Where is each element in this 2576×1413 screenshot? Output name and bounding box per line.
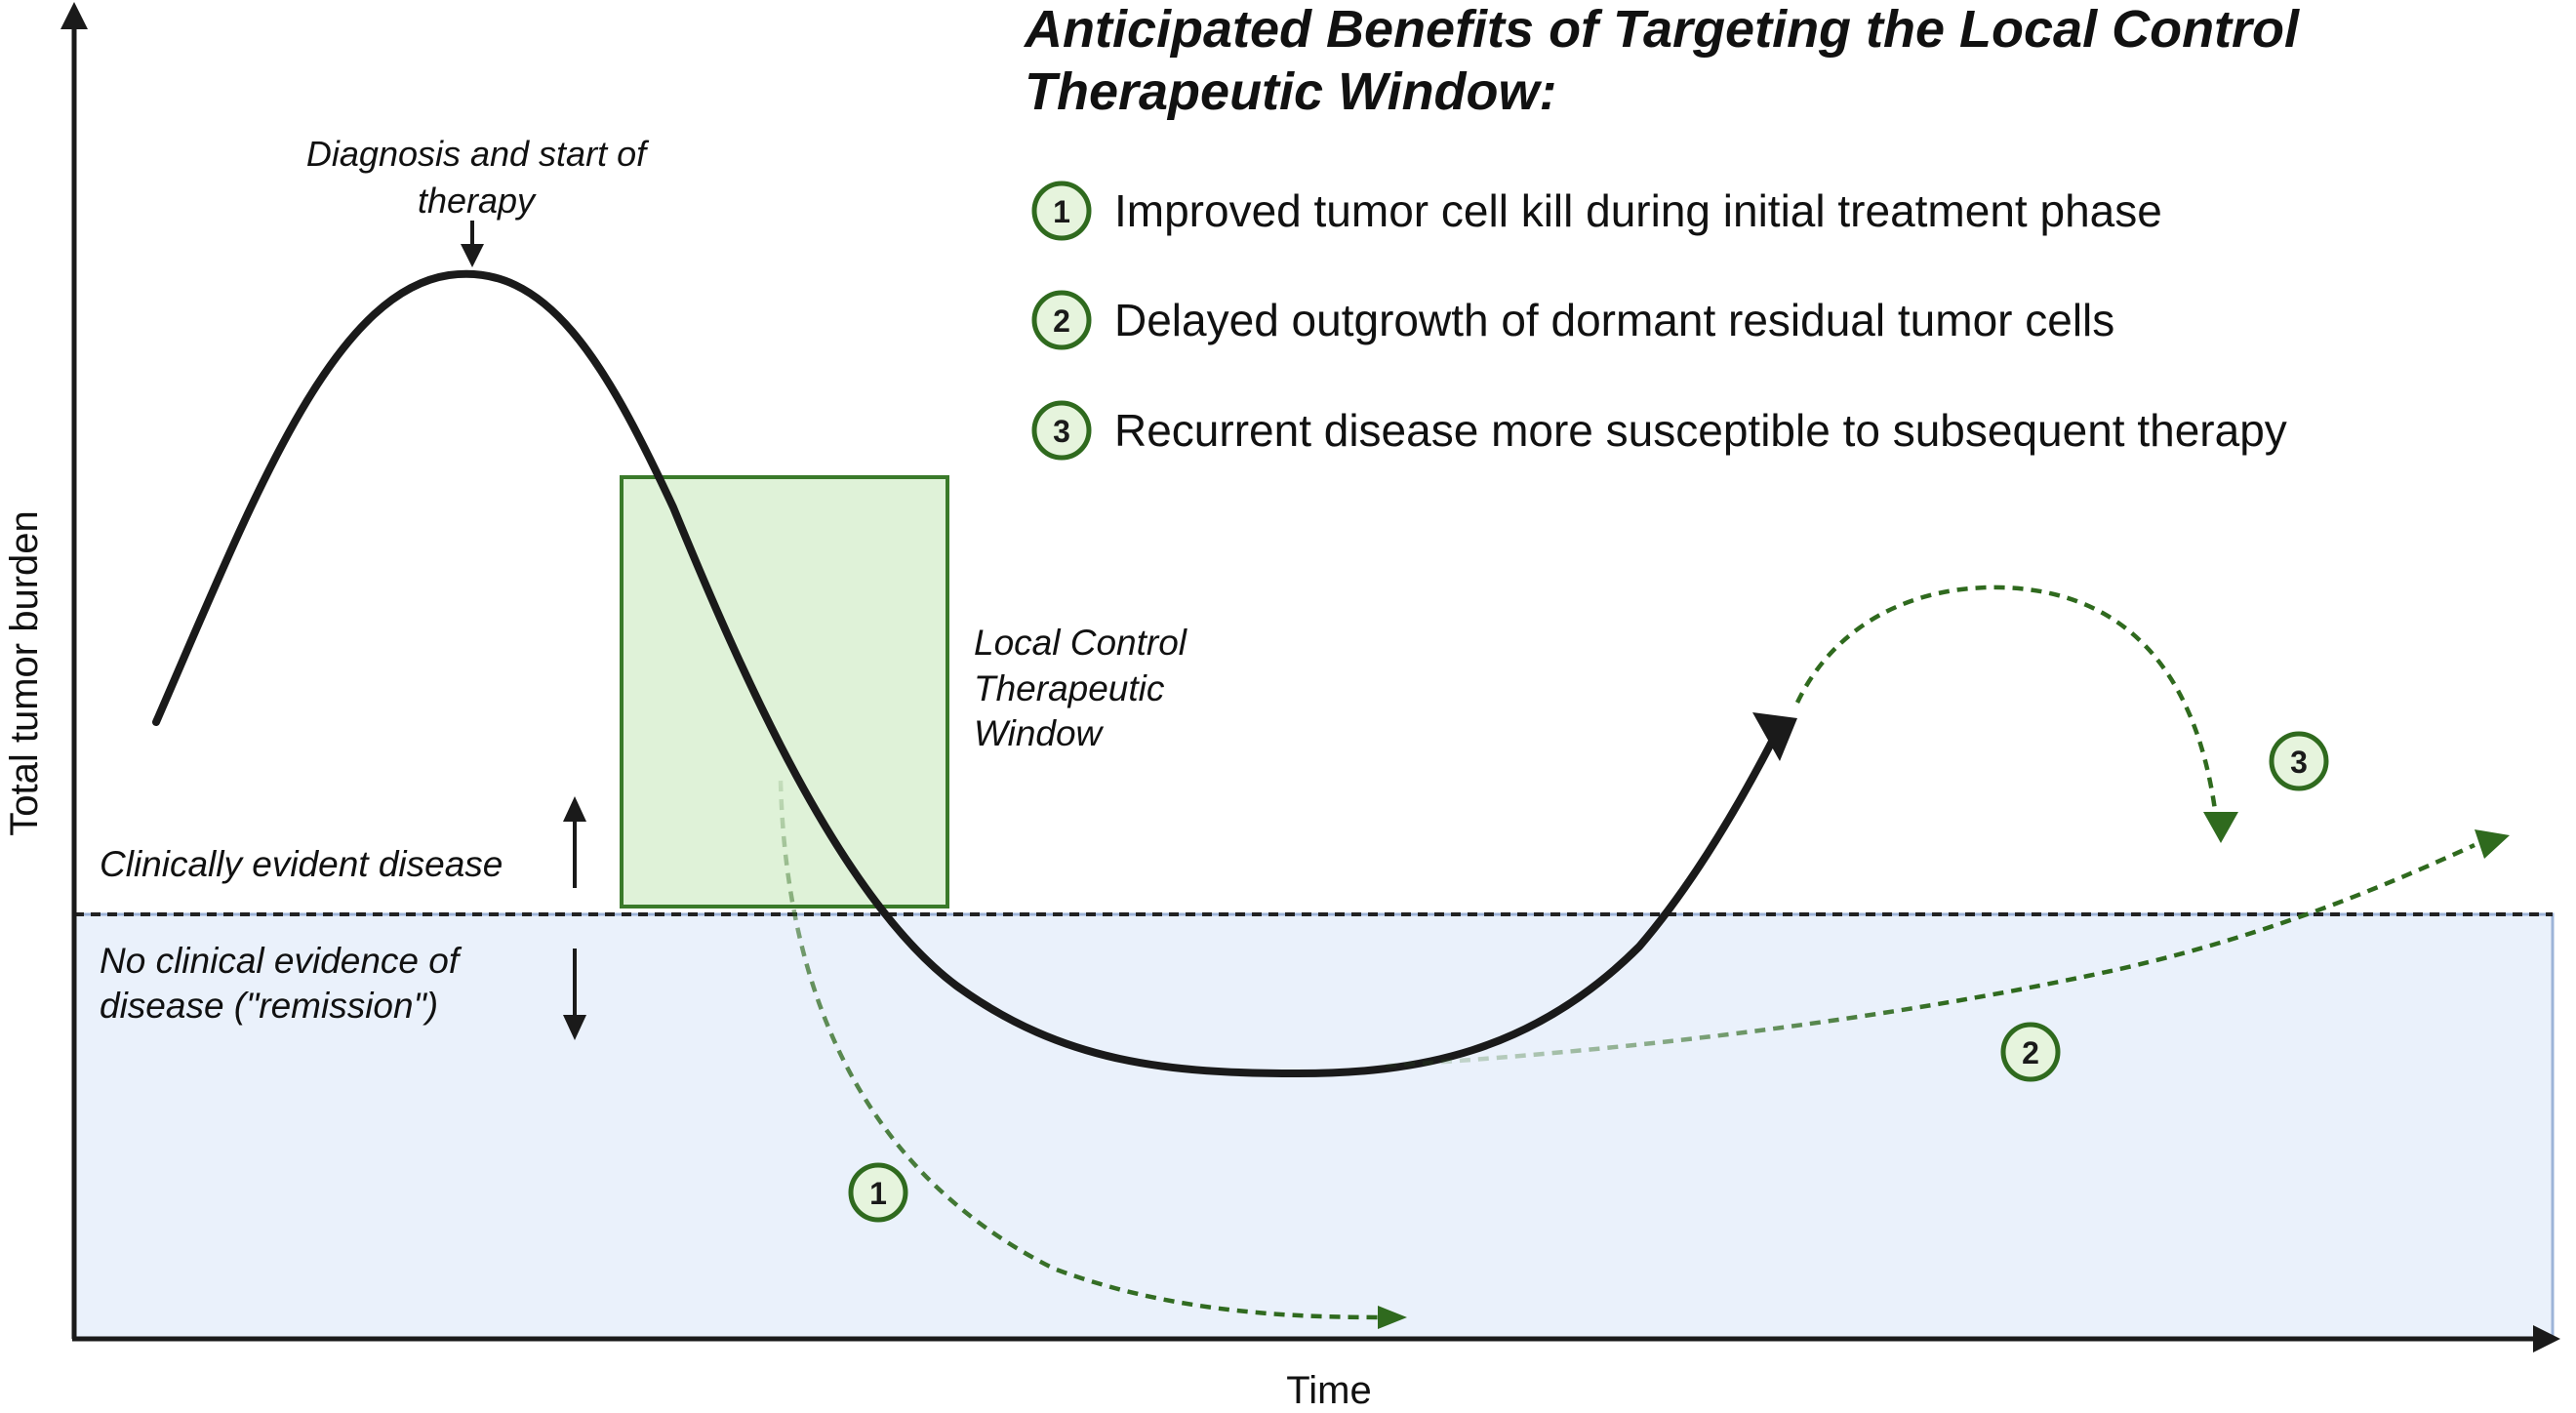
remission-arrowhead <box>563 1015 586 1040</box>
evident-disease-arrowhead <box>563 796 586 822</box>
benefit-number-3: 3 <box>1053 414 1070 449</box>
path-badge-1-circle <box>848 1162 908 1223</box>
evident-disease-label: Clinically evident disease <box>100 844 503 884</box>
benefit-text-3: Recurrent disease more susceptible to su… <box>1114 405 2287 456</box>
benefits-title-line1: Anticipated Benefits of Targeting the Lo… <box>1023 0 2300 59</box>
benefit-path-3-arrowhead <box>2203 812 2238 843</box>
path-badge-3-number: 3 <box>2290 745 2308 780</box>
y-axis-label: Total tumor burden <box>3 510 46 836</box>
no-evidence-label-line2: disease ("remission") <box>100 986 438 1026</box>
benefit-path-2 <box>1385 842 2475 1069</box>
path-badge-2-circle <box>2000 1022 2061 1082</box>
window-label-line2: Therapeutic <box>974 668 1165 708</box>
benefit-path-1 <box>778 780 1387 1320</box>
path-badge-2: 2 <box>2000 1022 2061 1082</box>
benefit-text-1: Improved tumor cell kill during initial … <box>1114 185 2162 236</box>
no-evidence-label-line1: No clinical evidence of <box>100 941 463 981</box>
benefit-text-2: Delayed outgrowth of dormant residual tu… <box>1114 295 2114 345</box>
path-badge-3: 3 <box>2269 731 2329 791</box>
benefit-path-3 <box>1794 585 2218 811</box>
remission-region <box>72 912 2555 1340</box>
path-badge-2-number: 2 <box>2022 1035 2039 1070</box>
window-label-line1: Local Control <box>974 623 1188 663</box>
diagnosis-label-line2: therapy <box>418 181 537 221</box>
y-axis-arrowhead <box>60 2 88 29</box>
benefit-number-1: 1 <box>1053 194 1070 229</box>
window-label-line3: Window <box>974 713 1105 753</box>
path-badge-1: 1 <box>848 1162 908 1223</box>
diagnosis-label-line1: Diagnosis and start of <box>306 134 650 174</box>
path-badge-1-number: 1 <box>869 1176 887 1211</box>
tumor-burden-curve-arrowhead <box>1752 712 1797 761</box>
benefit-item-3: 3 Recurrent disease more susceptible to … <box>1031 400 2287 461</box>
diagnosis-marker-arrowhead <box>461 244 484 267</box>
benefit-badge-3 <box>1031 400 1092 461</box>
benefit-badge-1 <box>1031 181 1092 241</box>
benefit-path-2-arrowhead <box>2475 829 2510 859</box>
tumor-burden-curve <box>152 269 1778 1078</box>
benefit-path-1-arrowhead <box>1378 1306 1407 1329</box>
x-axis-arrowhead <box>2533 1325 2560 1352</box>
path-badge-3-circle <box>2269 731 2329 791</box>
benefit-number-2: 2 <box>1053 303 1070 339</box>
benefit-badge-2 <box>1031 290 1092 350</box>
local-control-window <box>620 475 949 908</box>
benefit-item-1: 1 Improved tumor cell kill during initia… <box>1031 181 2162 241</box>
benefit-item-2: 2 Delayed outgrowth of dormant residual … <box>1031 290 2114 350</box>
benefits-title-line2: Therapeutic Window: <box>1025 62 1557 121</box>
x-axis-label: Time <box>1286 1369 1371 1412</box>
